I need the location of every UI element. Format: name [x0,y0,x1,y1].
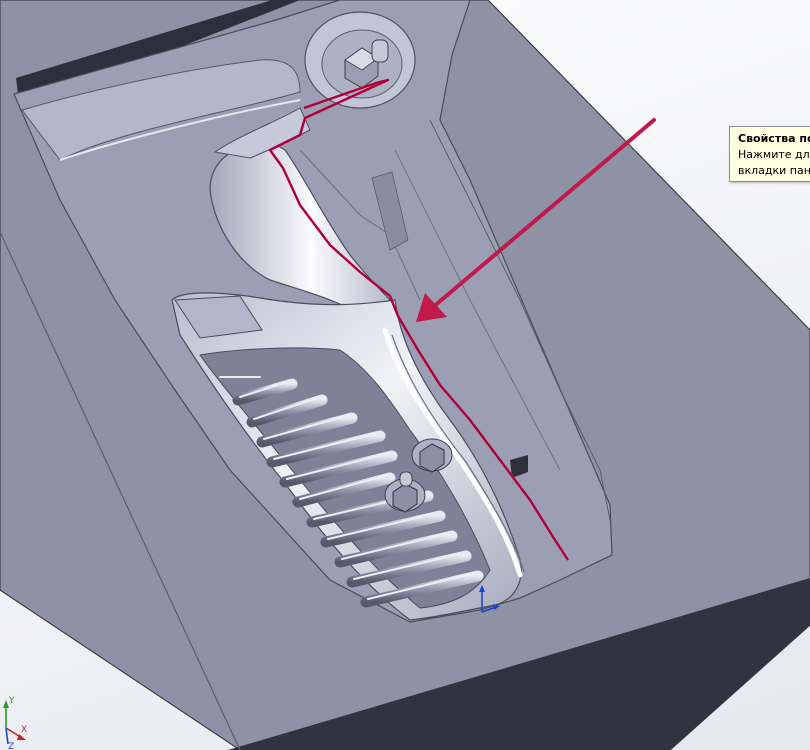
rib[interactable] [320,510,446,548]
rib[interactable] [334,530,458,568]
tooltip-line-2: вкладки панел [738,164,810,177]
rib[interactable] [246,394,328,428]
rib-highlight [299,474,389,500]
triad-x-label: X [21,725,27,735]
grip-ribs[interactable] [212,374,484,608]
origin-marker [479,585,500,613]
triad-y-label: Y [8,696,15,706]
tooltip-title: Свойства пол [738,132,810,145]
tooltip-line-1: Нажмите для [738,148,810,161]
rib-highlight [286,452,391,480]
rib-highlight [367,572,477,600]
rib[interactable] [232,378,298,406]
rib-highlight [353,552,465,580]
rib[interactable] [256,412,358,448]
grip-boss-upper[interactable] [411,438,453,473]
annotation-arrow [416,118,656,322]
triad-z-label: Z [8,742,14,750]
rib-highlight [239,380,291,398]
parting-line[interactable] [268,78,570,561]
rib[interactable] [360,570,484,608]
view-triad[interactable]: Y X Z [3,696,27,750]
rib[interactable] [279,450,398,488]
property-tooltip: Свойства пол Нажмите для вкладки панел [729,126,810,182]
rib[interactable] [292,472,396,508]
rib[interactable] [346,550,472,588]
rib-highlight [263,414,351,440]
rib-highlight [341,532,451,560]
grip-boss-lower[interactable] [384,471,426,513]
rib-highlight [327,512,439,540]
rib-highlight [273,432,379,460]
rib[interactable] [266,430,386,468]
rib-highlight [253,396,321,420]
